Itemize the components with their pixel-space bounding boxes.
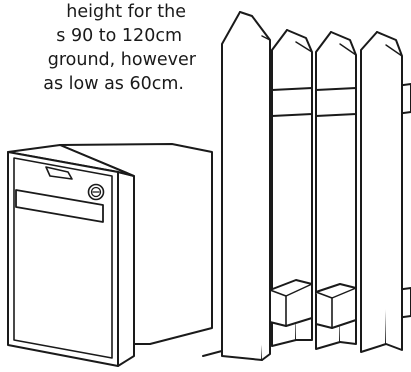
caption-line: as low as 60cm. [43,74,184,94]
letterbox [7,143,213,367]
letterbox-side [117,171,135,367]
fence-rail [271,87,313,117]
caption-line: s 90 to 120cm [56,26,182,46]
mail-slot [15,189,104,223]
caption-line: ground, however [47,50,196,70]
picket-fence [221,11,411,361]
fence-rail [315,87,357,117]
letterbox-lid-tab [45,166,73,180]
caption-line: height for the [66,2,186,22]
letterbox-back-box [59,143,213,345]
instruction-caption: height for the s 90 to 120cm ground, how… [0,0,200,96]
